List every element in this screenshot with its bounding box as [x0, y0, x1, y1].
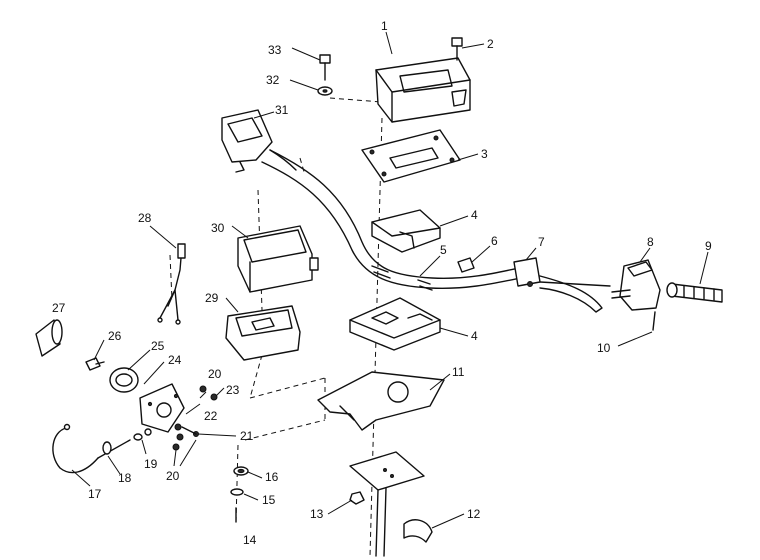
callout-12: 12: [467, 507, 481, 521]
brake-lever-assembly: [513, 257, 611, 313]
mounting-bracket: [317, 371, 445, 431]
callout-20-lower: 20: [166, 469, 180, 483]
bolt-2: [451, 37, 463, 61]
housing-plate-22: [139, 383, 185, 433]
nut-20-upper: [199, 385, 207, 393]
cluster-housing: [225, 305, 301, 361]
instrument-cluster: [237, 225, 319, 293]
callout-labels: 1 2 3 4 4 5 6 7 8 9 10 11 12 13 14 15 16…: [52, 19, 712, 547]
handlebar-clamp-lower: [349, 297, 441, 351]
callout-22: 22: [204, 409, 218, 423]
callout-30: 30: [211, 221, 225, 235]
callout-2: 2: [487, 37, 494, 51]
speedometer-cable: [157, 243, 186, 325]
callout-4-lower: 4: [471, 329, 478, 343]
callout-1: 1: [381, 19, 388, 33]
callout-20-upper: 20: [208, 367, 222, 381]
bolt-33: [319, 54, 331, 81]
cylinder-27: [35, 319, 63, 357]
grip-block: [457, 257, 475, 273]
washer-15: [230, 488, 244, 496]
callout-33: 33: [268, 43, 282, 57]
switch-housing: [221, 109, 297, 173]
callout-6: 6: [491, 234, 498, 248]
callout-29: 29: [205, 291, 219, 305]
callout-8: 8: [647, 235, 654, 249]
callout-7: 7: [538, 235, 545, 249]
callout-4-upper: 4: [471, 208, 478, 222]
callout-leaders: [71, 31, 709, 529]
clamp-12: [403, 519, 433, 543]
callout-10: 10: [597, 341, 611, 355]
nut-23: [210, 393, 218, 401]
callout-28: 28: [138, 211, 152, 225]
throttle-housing: [611, 259, 661, 331]
callout-14: 14: [243, 533, 257, 547]
nut-13: [349, 491, 365, 505]
callout-25: 25: [151, 339, 165, 353]
callout-11: 11: [452, 365, 465, 379]
callout-9: 9: [705, 239, 712, 253]
ring-25: [109, 367, 139, 393]
callout-3: 3: [481, 147, 488, 161]
screws-21: [172, 423, 199, 451]
callout-32: 32: [266, 73, 280, 87]
callout-13: 13: [310, 507, 324, 521]
handlebar-clamp-upper: [371, 209, 441, 253]
callout-5: 5: [440, 243, 447, 257]
callout-26: 26: [108, 329, 122, 343]
clip-16: [233, 466, 249, 476]
callout-31: 31: [275, 103, 289, 117]
bolt-26: [85, 357, 105, 371]
handlebar-pad: [375, 57, 471, 123]
steering-column-plate: [349, 451, 425, 557]
callout-24: 24: [168, 353, 182, 367]
callout-19: 19: [144, 457, 158, 471]
callout-21: 21: [240, 429, 254, 443]
callout-15: 15: [262, 493, 276, 507]
handlebar: [261, 149, 531, 291]
indicator-cable: [52, 423, 152, 474]
callout-17: 17: [88, 487, 102, 501]
washer-32: [317, 86, 333, 96]
callout-23: 23: [226, 383, 240, 397]
hand-grip: [666, 282, 723, 303]
callout-27: 27: [52, 301, 66, 315]
callout-16: 16: [265, 470, 279, 484]
callout-18: 18: [118, 471, 132, 485]
mounting-plate: [361, 129, 461, 183]
